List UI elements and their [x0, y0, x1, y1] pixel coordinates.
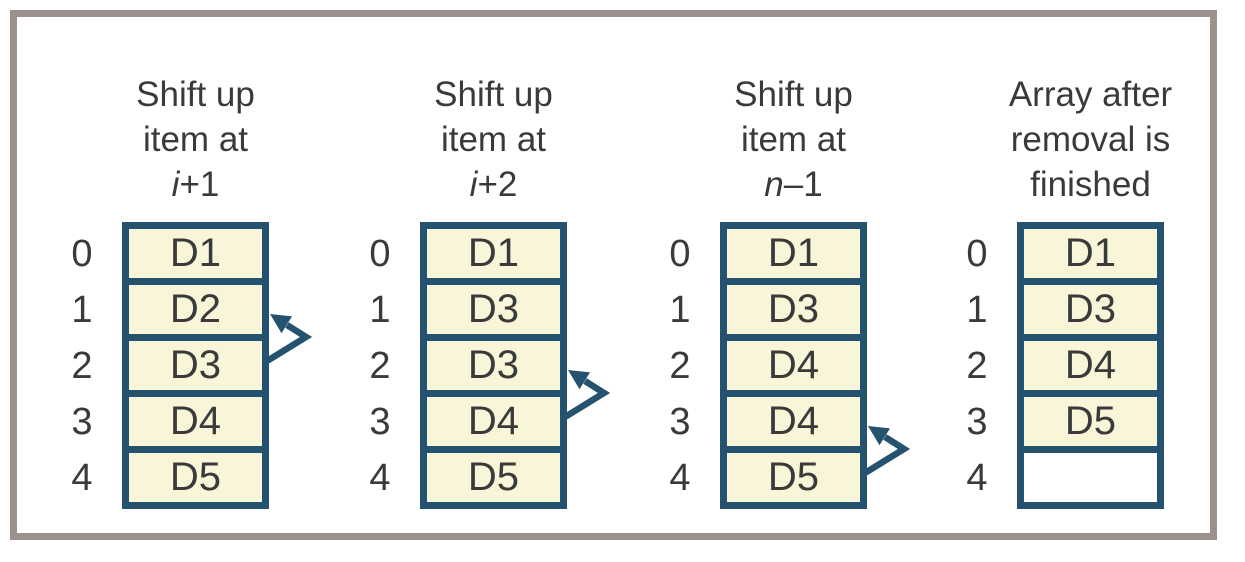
shift-up-arrow-icon	[265, 314, 313, 363]
array-cell: D4	[129, 397, 262, 446]
panel-title: Shift up item at i+2	[420, 72, 567, 207]
array-cell: D3	[427, 285, 560, 334]
array-cell: D5	[129, 453, 262, 502]
panel-title-line: finished	[1030, 165, 1151, 204]
index-label: 3	[71, 400, 93, 443]
index-label: 3	[966, 400, 988, 443]
index-gutter: 0 1 2 3 4	[355, 222, 405, 509]
index-gutter: 0 1 2 3 4	[57, 222, 107, 509]
shift-up-arrow-icon	[563, 370, 611, 419]
index-label: 4	[669, 456, 691, 499]
panel-title: Shift up item at i+1	[122, 72, 269, 207]
formula-variable: n	[764, 165, 784, 204]
array-cell: D5	[727, 453, 860, 502]
index-gutter: 0 1 2 3 4	[655, 222, 705, 509]
array-cell: D3	[727, 285, 860, 334]
formula-variable: i	[171, 165, 180, 204]
array-cell: D4	[1024, 341, 1157, 390]
formula-rest: –1	[783, 165, 823, 204]
index-gutter: 0 1 2 3 4	[952, 222, 1002, 509]
panel-title-line: Shift up	[434, 75, 553, 114]
panel-title: Shift up item at n–1	[720, 72, 867, 207]
panel-title-formula: n–1	[764, 162, 822, 207]
index-label: 0	[71, 232, 93, 275]
formula-rest: +2	[477, 165, 518, 204]
array-cell: D1	[1024, 229, 1157, 278]
panel-title-formula: i+2	[470, 162, 518, 207]
panel-title-line: Shift up	[136, 75, 255, 114]
array-cell: D5	[1024, 397, 1157, 446]
panel-title: Array after removal is finished	[1009, 72, 1172, 207]
index-label: 1	[966, 288, 988, 331]
formula-variable: i	[469, 165, 478, 204]
panel-title-line: Array after	[1008, 75, 1173, 114]
index-label: 1	[369, 288, 391, 331]
index-label: 0	[966, 232, 988, 275]
array-cell: D1	[427, 229, 560, 278]
panel-title-line: removal is	[1010, 120, 1171, 159]
index-label: 3	[369, 400, 391, 443]
array-cell: D3	[427, 341, 560, 390]
array-panel-finished: Array after removal is finished 0 1 2 3 …	[952, 72, 1212, 509]
shift-up-arrow-icon	[863, 426, 911, 475]
index-label: 2	[369, 344, 391, 387]
index-label: 0	[369, 232, 391, 275]
index-label: 4	[966, 456, 988, 499]
index-label: 2	[669, 344, 691, 387]
array-cell: D4	[727, 397, 860, 446]
array-cell: D5	[427, 453, 560, 502]
index-label: 2	[71, 344, 93, 387]
array-cell: D3	[1024, 285, 1157, 334]
array-cell: D1	[727, 229, 860, 278]
index-label: 4	[369, 456, 391, 499]
array-cell: D4	[427, 397, 560, 446]
panel-title-line: Shift up	[734, 75, 853, 114]
panel-title-formula: i+1	[172, 162, 220, 207]
array-cell: D4	[727, 341, 860, 390]
array-cell: D3	[129, 341, 262, 390]
array-cell-empty	[1024, 453, 1157, 502]
panel-title-line: item at	[740, 120, 847, 159]
array-cell: D2	[129, 285, 262, 334]
index-label: 4	[71, 456, 93, 499]
index-label: 2	[966, 344, 988, 387]
index-label: 1	[669, 288, 691, 331]
panel-title-line: item at	[440, 120, 547, 159]
formula-rest: +1	[179, 165, 220, 204]
index-label: 1	[71, 288, 93, 331]
index-label: 3	[669, 400, 691, 443]
panel-title-line: item at	[142, 120, 249, 159]
array-cell: D1	[129, 229, 262, 278]
panel-title-formula: finished	[1030, 162, 1151, 207]
index-label: 0	[669, 232, 691, 275]
